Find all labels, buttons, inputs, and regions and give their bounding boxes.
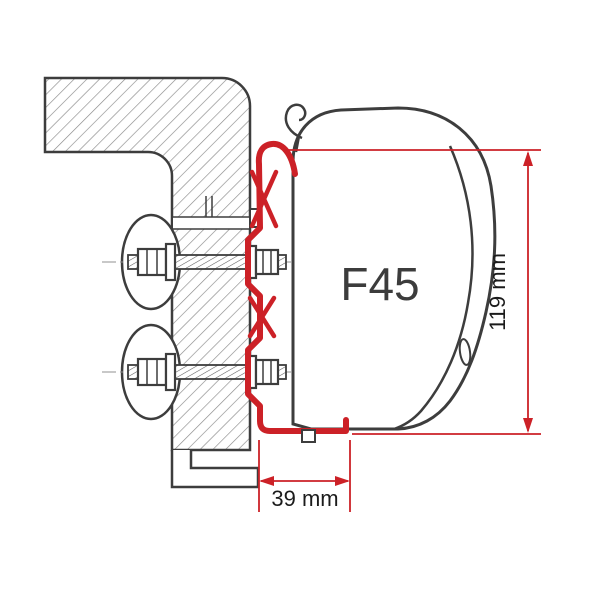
- depth-dimension-label: 39 mm: [271, 486, 338, 511]
- bracket-rib: [247, 295, 277, 339]
- awning-case-profile: [284, 103, 497, 431]
- depth-dimension: 39 mm: [258, 440, 351, 512]
- product-label: F45: [340, 258, 419, 310]
- height-dimension-label: 119 mm: [485, 253, 510, 331]
- case-body-outline: [291, 106, 497, 431]
- hex-nut-right: [254, 248, 280, 276]
- wall-seam-band: [173, 217, 249, 229]
- hex-nut-right: [254, 358, 280, 386]
- hex-nut-left: [136, 357, 168, 387]
- arrowhead-right-icon: [335, 476, 350, 486]
- arrowhead-down-icon: [523, 418, 533, 433]
- height-dimension: 119 mm: [284, 149, 541, 435]
- wall-bottom-rail-profile: [170, 450, 260, 489]
- case-front-seam: [393, 145, 474, 431]
- case-bottom-rail-block: [301, 429, 316, 443]
- arrowhead-up-icon: [523, 151, 533, 166]
- hex-nut-left: [136, 247, 168, 277]
- adapter-bracket: [245, 141, 349, 434]
- bracket-rib: [249, 169, 279, 229]
- washer-left: [164, 242, 177, 282]
- case-rail-hook: [284, 103, 307, 140]
- case-slot: [458, 338, 472, 366]
- wall-cross-section: [43, 76, 260, 489]
- arrowhead-left-icon: [259, 476, 274, 486]
- bracket-profile: [245, 141, 349, 434]
- washer-left: [164, 352, 177, 392]
